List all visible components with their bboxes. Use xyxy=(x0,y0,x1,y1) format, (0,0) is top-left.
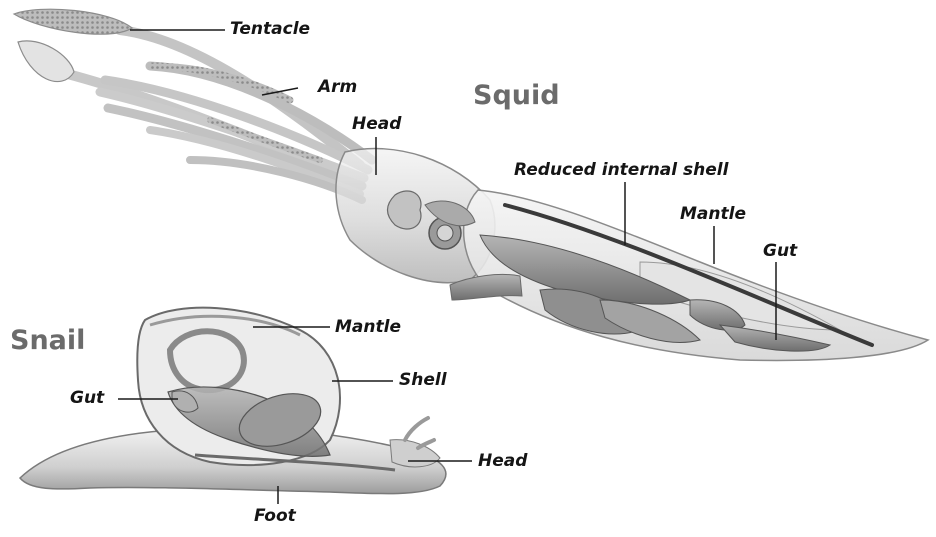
label-squid-tentacle: Tentacle xyxy=(230,19,310,39)
label-snail-shell: Shell xyxy=(399,370,447,390)
snail-eye-stalk xyxy=(405,418,428,440)
label-squid-arm: Arm xyxy=(318,77,357,97)
snail-title: Snail xyxy=(10,325,85,356)
label-snail-gut: Gut xyxy=(70,388,104,408)
label-squid-gut: Gut xyxy=(763,241,797,261)
label-squid-head: Head xyxy=(352,114,401,134)
squid-illustration xyxy=(14,9,928,360)
label-snail-head: Head xyxy=(478,451,527,471)
label-squid-shell: Reduced internal shell xyxy=(514,160,728,180)
label-snail-foot: Foot xyxy=(254,506,296,526)
snail-head xyxy=(390,440,440,467)
label-snail-mantle: Mantle xyxy=(335,317,401,337)
squid-title: Squid xyxy=(473,80,560,111)
label-squid-mantle: Mantle xyxy=(680,204,746,224)
